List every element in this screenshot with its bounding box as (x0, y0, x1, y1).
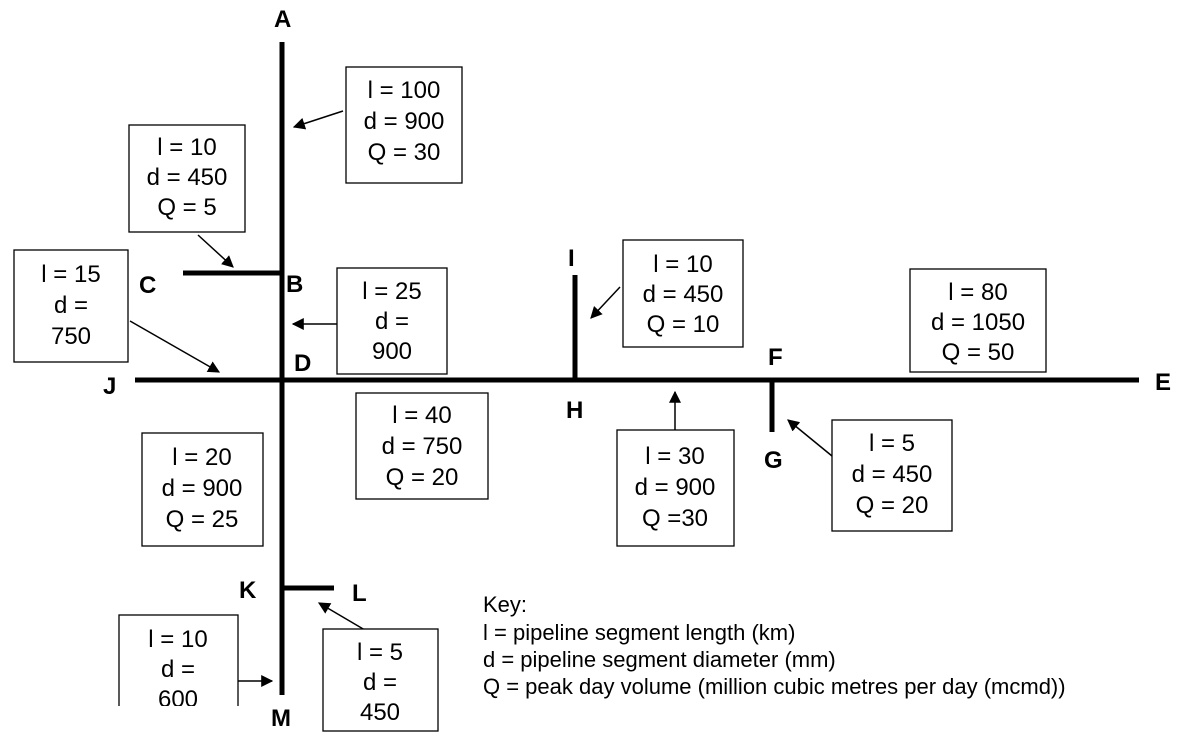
legend-key: Key: l = pipeline segment length (km) d … (483, 592, 1066, 699)
svg-text:l = 15: l = 15 (41, 261, 100, 288)
node-m: M (271, 705, 291, 732)
svg-text:750: 750 (51, 323, 91, 350)
svg-text:Q = 10: Q = 10 (647, 311, 720, 338)
node-d: D (294, 350, 311, 377)
segment-box-hi: l = 10 d = 450 Q = 10 (622, 239, 744, 348)
segment-box-bc: l = 10 d = 450 Q = 5 (128, 124, 246, 233)
segment-box-fe: l = 80 d = 1050 Q = 50 (909, 268, 1047, 373)
arrow-hi (590, 286, 621, 319)
svg-text:d =: d = (54, 292, 88, 319)
svg-text:d = 450: d = 450 (147, 164, 228, 191)
segment-box-ab: l = 100 d = 900 Q = 30 (345, 66, 463, 184)
segment-box-hf: l = 30 d = 900 Q =30 (616, 429, 735, 547)
arrow-jd (129, 320, 221, 373)
node-a: A (274, 6, 291, 33)
svg-text:d = 900: d = 900 (635, 474, 716, 501)
svg-text:d = 900: d = 900 (162, 475, 243, 502)
svg-text:d = 750: d = 750 (382, 433, 463, 460)
svg-text:d =: d = (161, 656, 195, 683)
svg-text:d = 450: d = 450 (643, 281, 724, 308)
key-title: Key: (483, 592, 527, 617)
svg-text:Q = 20: Q = 20 (386, 464, 459, 491)
svg-text:l = 10: l = 10 (653, 251, 712, 278)
svg-text:l = 20: l = 20 (172, 444, 231, 471)
svg-text:d = 450: d = 450 (852, 461, 933, 488)
svg-text:l = 25: l = 25 (362, 278, 421, 305)
svg-text:Q = 25: Q = 25 (166, 506, 239, 533)
segment-box-km: l = 10 d = 600 (118, 614, 239, 713)
svg-text:l = 40: l = 40 (392, 402, 451, 429)
segment-box-jd: l = 15 d = 750 (13, 249, 129, 363)
svg-text:l = 10: l = 10 (157, 134, 216, 161)
arrow-fg (787, 419, 833, 457)
svg-text:d =: d = (375, 308, 409, 335)
svg-text:Q =30: Q =30 (642, 505, 708, 532)
segment-box-fg: l = 5 d = 450 Q = 20 (831, 419, 953, 532)
segment-box-kl: l = 5 d = 450 (322, 628, 439, 732)
svg-text:Q = 20: Q = 20 (856, 492, 929, 519)
svg-text:900: 900 (372, 338, 412, 365)
svg-text:450: 450 (360, 699, 400, 726)
segment-box-dk: l = 20 d = 900 Q = 25 (141, 432, 264, 547)
svg-text:l = 5: l = 5 (869, 430, 915, 457)
key-diameter: d = pipeline segment diameter (mm) (483, 647, 836, 672)
svg-text:l = 100: l = 100 (368, 77, 441, 104)
svg-text:l = 5: l = 5 (357, 639, 403, 666)
segment-box-dh: l = 40 d = 750 Q = 20 (355, 392, 489, 500)
key-volume: Q = peak day volume (million cubic metre… (483, 674, 1066, 699)
arrow-ab (292, 110, 344, 130)
node-c: C (139, 272, 156, 299)
node-g: G (764, 447, 783, 474)
key-length: l = pipeline segment length (km) (483, 620, 795, 645)
svg-text:Q = 5: Q = 5 (157, 194, 216, 221)
node-i: I (568, 245, 575, 272)
node-b: B (286, 271, 303, 298)
node-h: H (566, 397, 583, 424)
svg-text:600: 600 (158, 686, 198, 713)
svg-text:d = 1050: d = 1050 (931, 309, 1025, 336)
arrow-kl (317, 602, 371, 634)
svg-text:l = 10: l = 10 (148, 626, 207, 653)
node-f: F (768, 344, 783, 371)
svg-text:Q = 30: Q = 30 (368, 139, 441, 166)
node-e: E (1155, 369, 1171, 396)
segment-box-bd: l = 25 d = 900 (336, 267, 448, 375)
node-j: J (103, 373, 116, 400)
arrow-bc (197, 234, 234, 268)
svg-text:d =: d = (363, 669, 397, 696)
svg-text:Q = 50: Q = 50 (942, 339, 1015, 366)
svg-text:l = 30: l = 30 (645, 443, 704, 470)
node-l: L (352, 580, 367, 607)
svg-text:d = 900: d = 900 (364, 108, 445, 135)
svg-text:l = 80: l = 80 (948, 279, 1007, 306)
node-k: K (239, 577, 257, 604)
